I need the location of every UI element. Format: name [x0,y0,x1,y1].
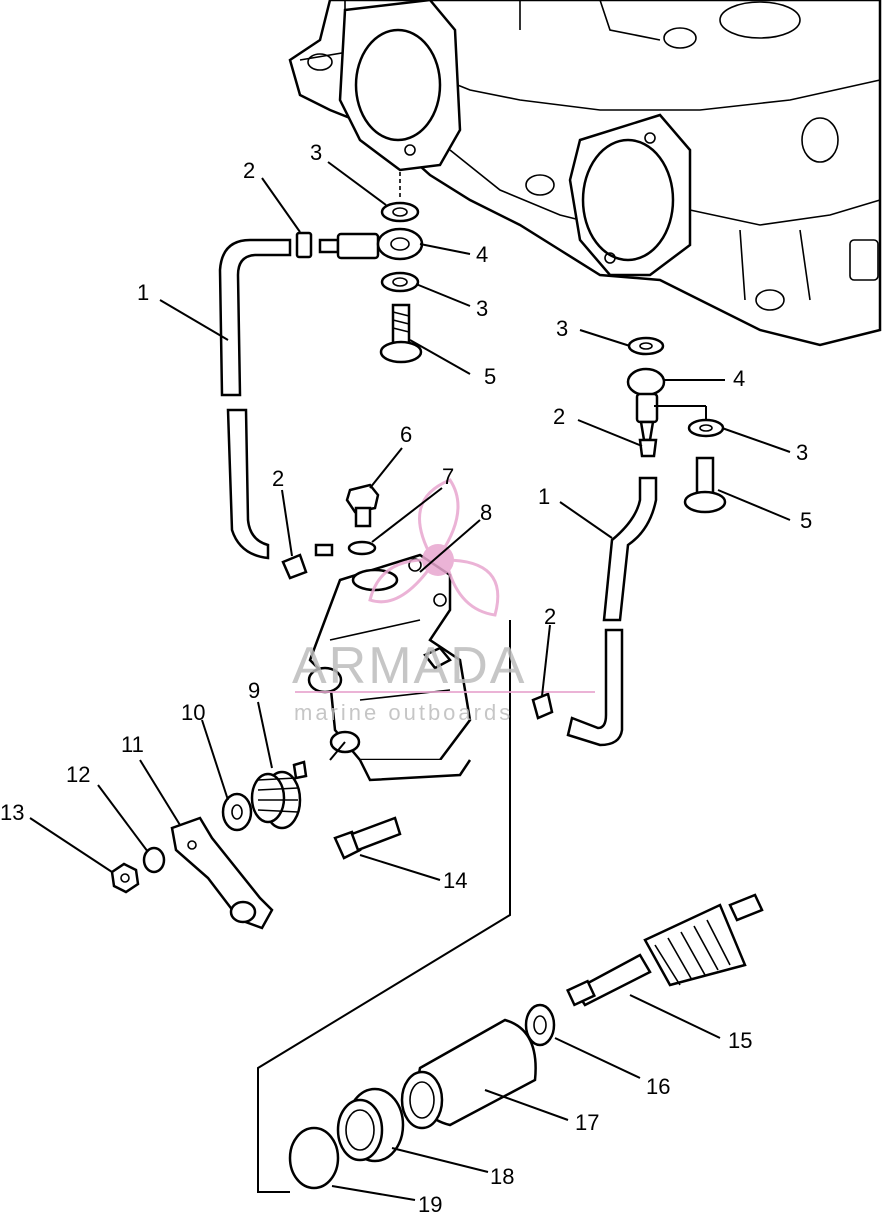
callout-19: 19 [418,1192,442,1216]
washer-7 [347,540,377,556]
callout-10: 10 [181,700,205,725]
callout-18: 18 [490,1164,514,1189]
callout-13: 13 [0,800,24,825]
callout-15: 15 [728,1028,752,1053]
callout-2: 2 [544,604,556,629]
callout-3: 3 [556,316,568,341]
o-ring-19 [288,1126,340,1190]
fuel-hose-left [218,238,292,560]
union-bolt-right [683,456,727,514]
callout-5: 5 [484,364,496,389]
washer-3-right [687,418,725,438]
coupling-gear-9 [250,760,308,830]
washer-3-upper [380,201,420,223]
callout-2: 2 [272,466,284,491]
callout-6: 6 [400,422,412,447]
leader-lines [29,161,791,1201]
watermark-tagline: marine outboards [294,700,513,725]
callout-5: 5 [800,508,812,533]
union-fitting-upper [318,227,424,261]
callout-2: 2 [243,158,255,183]
engine-block [288,0,882,347]
callout-8: 8 [480,500,492,525]
driven-gear-shaft-15 [565,893,764,1007]
hose-clip-upper [295,231,313,259]
bushing-17 [400,1018,537,1130]
port-flange-upper [338,0,462,172]
callout-12: 12 [66,762,90,787]
lever-arm-11 [170,816,274,930]
callout-4: 4 [476,242,488,267]
callout-3: 3 [796,440,808,465]
washer-3-mid [380,271,420,293]
callout-1: 1 [137,280,149,305]
callout-11: 11 [121,732,144,757]
callout-labels: 1 2 3 4 3 5 3 4 2 3 5 6 7 8 2 1 2 9 10 1… [0,140,812,1216]
washer-3-right-top [627,336,665,356]
callout-9: 9 [248,678,260,703]
washer-12 [142,846,166,874]
fuel-hose-right [566,476,658,747]
armada-propeller-logo [368,478,500,617]
washer-16 [524,1003,556,1047]
callout-7: 7 [442,464,454,489]
union-bolt-upper [379,303,423,364]
nut-13 [110,862,140,894]
oil-seal-18 [336,1087,405,1163]
port-flange-lower [568,113,692,277]
callout-16: 16 [646,1074,670,1099]
callout-4: 4 [733,366,745,391]
callout-3: 3 [310,140,322,165]
union-fitting-right [626,367,666,442]
hose-clip-right-upper [638,438,658,458]
watermark-brand: ARMADA [292,637,526,695]
hose-clip-right-lower [531,692,554,720]
washer-10 [221,792,253,832]
callout-17: 17 [575,1110,599,1135]
fuel-pump-body [307,543,472,782]
group-bracket [257,620,511,1193]
callout-3: 3 [476,296,488,321]
callout-2: 2 [553,404,565,429]
callout-14: 14 [443,868,467,893]
mounting-bolt-14 [333,816,402,860]
callout-1: 1 [538,484,550,509]
armada-watermark: ARMADA marine outboards [292,478,595,725]
hose-clip-left [281,553,308,580]
pump-bolt-6 [345,483,380,528]
